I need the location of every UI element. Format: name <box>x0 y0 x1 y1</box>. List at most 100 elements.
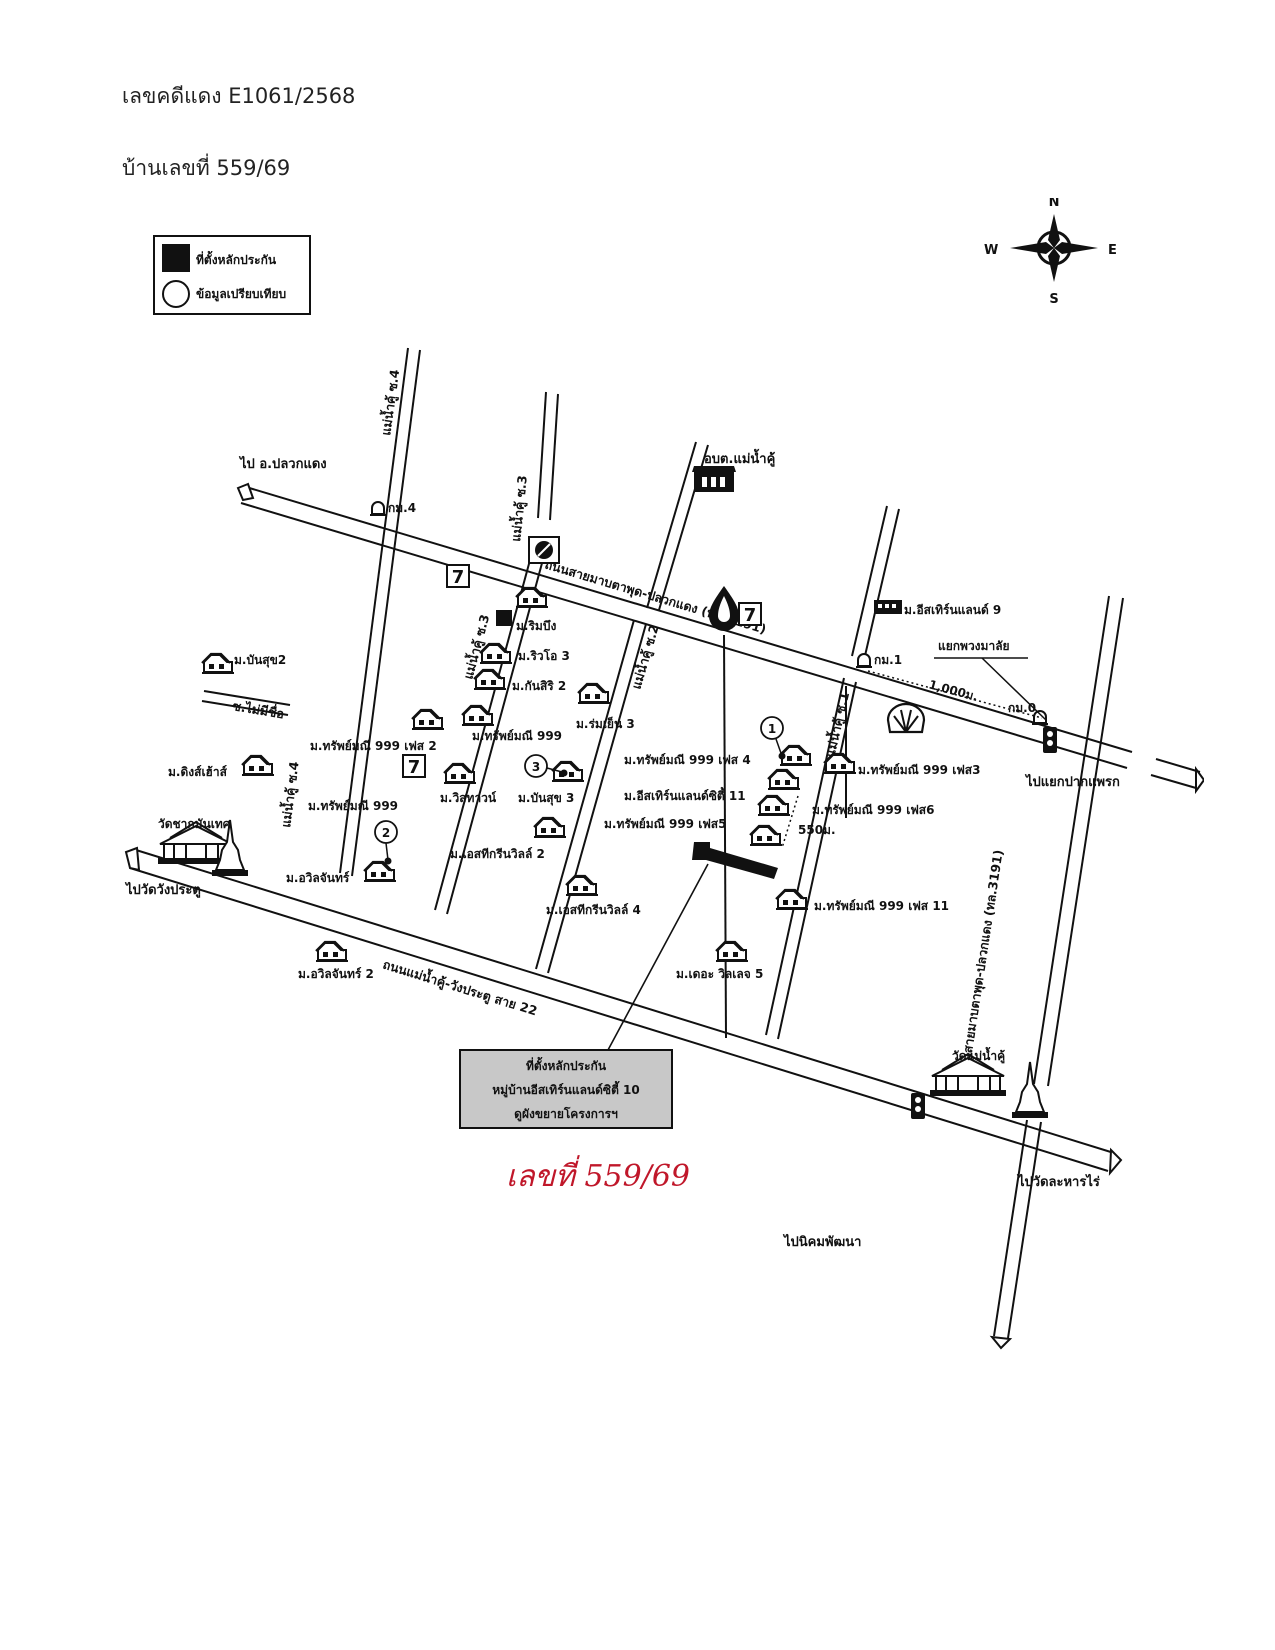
village-label: ม.อีสเทิร์นแลนด์ซิตี้ 11 <box>624 786 746 803</box>
comparable-number: 2 <box>382 826 390 840</box>
compass-east: E <box>1108 243 1117 258</box>
legend-comparable-label: ข้อมูลเปรียบเทียบ <box>196 287 286 302</box>
soi1-label: แม่น้ำคู้ ซ.1 <box>820 690 853 759</box>
village-label: ม.อวิลจันทร์ <box>286 871 350 885</box>
village-label: ม.ทรัพย์มณี 999 เฟส6 <box>812 803 934 817</box>
village-label: ม.ทรัพย์มณี 999 เฟส 4 <box>624 753 751 767</box>
house-icon <box>472 668 508 691</box>
village-label: ม.วิสทาวน์ <box>440 791 497 805</box>
distance-1000m: 1,000ม. <box>927 677 979 704</box>
village-label: ม.ดิงส์เฮ้าส์ <box>168 765 228 779</box>
house-icon <box>822 752 858 775</box>
collateral-site-marker <box>692 842 778 879</box>
wat-left-label: วัดชากมันเทศ <box>158 817 231 831</box>
house-icon <box>766 768 802 791</box>
traffic-light-icon <box>1043 727 1057 753</box>
village-label: ม.ทรัพย์มณี 999 <box>308 799 398 813</box>
collateral-legend-swatch <box>162 244 190 272</box>
village-label: ม.อวิลจันทร์ 2 <box>298 967 374 981</box>
house-icon <box>514 586 550 609</box>
house-icon <box>550 760 586 783</box>
village-label: ม.ทรัพย์มณี 999 เฟส 2 <box>310 739 437 753</box>
fuel-drop-icon <box>709 586 739 631</box>
case-number: เลขคดีแดง E1061/2568 <box>122 84 356 108</box>
village-label: ม.เอสทีกรีนวิลล์ 4 <box>546 903 641 917</box>
house-icon <box>532 816 568 839</box>
comparable-number: 3 <box>532 760 540 774</box>
km1-label: กม.1 <box>874 653 902 667</box>
village-label: ม.บันสุข2 <box>234 653 286 668</box>
house-icon <box>564 874 600 897</box>
compass-west: W <box>984 243 998 258</box>
compass-rose-icon: N S E W <box>984 198 1117 307</box>
village-label: ม.ทรัพย์มณี 999 เฟส3 <box>858 763 980 777</box>
soi4-top-label: แม่น้ำคู้ ซ.4 <box>376 368 403 437</box>
village-label: ม.บันสุข 3 <box>518 791 574 806</box>
compass-north: N <box>1049 198 1060 210</box>
village-label: ม.กันสิริ 2 <box>512 679 566 693</box>
junction-label: แยกพวงมาลัย <box>938 639 1010 653</box>
village-label: ม.ร่มเย็น 3 <box>576 716 635 731</box>
house-icon <box>748 824 784 847</box>
right-highway-label: ถนนสายมาบตาพุด-ปลวกแดง (ทล.3191) <box>956 849 1007 1079</box>
seven-eleven-icon <box>446 564 470 589</box>
collateral-callout-box: ที่ตั้งหลักประกัน หมู่บ้านอีสเทิร์นแลนด์… <box>459 1049 673 1129</box>
distance-550m: 550ม. <box>798 823 836 837</box>
direction-pluak-daeng: ไป อ.ปลวกแดง <box>238 455 327 472</box>
location-map: 7 ที่ตั้งหลักประกัน ข้อมูลเปรียบเทียบ N … <box>124 198 1204 1350</box>
soi2-label: แม่น้ำคู้ ซ.2 <box>627 622 663 691</box>
house-icon <box>714 940 750 963</box>
village-label: ม.เอสทีกรีนวิลล์ 2 <box>450 847 545 861</box>
condo-building-icon <box>874 600 902 614</box>
village-label: ม.ริมบึง <box>516 619 556 633</box>
village-markers: ม.ริมบึง ม.ริวโอ 3 ม.กันสิริ 2 ม.ร่มเย็น… <box>168 586 1001 981</box>
house-icon <box>240 754 276 777</box>
soi3-top-label: แม่น้ำคู้ ซ.3 <box>506 474 531 542</box>
callout-line1: ที่ตั้งหลักประกัน <box>526 1056 607 1073</box>
direction-wat-lahan-rai: ไปวัดละหารไร่ <box>1016 1173 1100 1190</box>
government-office-icon <box>692 466 736 492</box>
callout-line2: หมู่บ้านอีสเทิร์นแลนด์ซิตี้ 10 <box>492 1080 639 1098</box>
comparable-legend-swatch <box>162 280 190 308</box>
direction-pak-praek: ไปแยกปากแพรก <box>1024 773 1120 790</box>
km0-label: กม.0 <box>1008 701 1036 715</box>
seven-eleven-icon <box>738 602 762 627</box>
village-label: ม.ทรัพย์มณี 999 เฟส5 <box>604 817 726 831</box>
village-label: ม.ริวโอ 3 <box>518 648 570 663</box>
village-label: ม.อีสเทิร์นแลนด์ 9 <box>904 603 1001 617</box>
house-icon <box>756 794 792 817</box>
house-icon <box>576 682 612 705</box>
callout-line3: ดูผังขยายโครงการฯ <box>514 1106 618 1122</box>
building-marker-icon <box>496 610 512 626</box>
shell-station-icon <box>886 702 926 734</box>
house-icon <box>314 940 350 963</box>
handwritten-house-number: เลขที่ 559/69 <box>506 1155 690 1194</box>
abt-label: อบต.แม่น้ำคู้ <box>704 448 775 467</box>
wat-right-label: วัดแม่น้ำคู้ <box>952 1046 1005 1064</box>
house-number: บ้านเลขที่ 559/69 <box>122 156 291 180</box>
house-icon <box>362 860 398 883</box>
comparable-number: 1 <box>768 722 776 736</box>
ptt-station-icon <box>528 536 560 564</box>
village-label: ม.ทรัพย์มณี 999 เฟส 11 <box>814 899 949 913</box>
seven-eleven-icon <box>402 754 426 779</box>
comparable-markers: 1 2 3 <box>374 716 786 865</box>
house-icon <box>200 652 236 675</box>
village-label: ม.ทรัพย์มณี 999 <box>472 729 562 743</box>
km-post-icon <box>369 501 387 516</box>
village-label: ม.เดอะ วิลเลจ 5 <box>676 967 763 981</box>
compass-south: S <box>1049 292 1058 307</box>
km4-label: กม.4 <box>388 501 416 515</box>
road-end-arrows <box>124 482 1204 1350</box>
map-legend: ที่ตั้งหลักประกัน ข้อมูลเปรียบเทียบ <box>153 235 311 315</box>
house-icon <box>442 762 478 785</box>
house-icon <box>774 888 810 911</box>
stupa-icon <box>1011 1061 1049 1119</box>
km-post-icon <box>855 653 873 668</box>
traffic-light-icon <box>911 1093 925 1119</box>
direction-wat-wang-pratu: ไปวัดวังประตู <box>124 881 201 898</box>
house-icon <box>410 708 446 731</box>
soi4-left-label: แม่น้ำคู้ ซ.4 <box>276 760 303 829</box>
legend-collateral-label: ที่ตั้งหลักประกัน <box>196 250 277 267</box>
direction-nikhom-phatthana: ไปนิคมพัฒนา <box>782 1233 861 1250</box>
